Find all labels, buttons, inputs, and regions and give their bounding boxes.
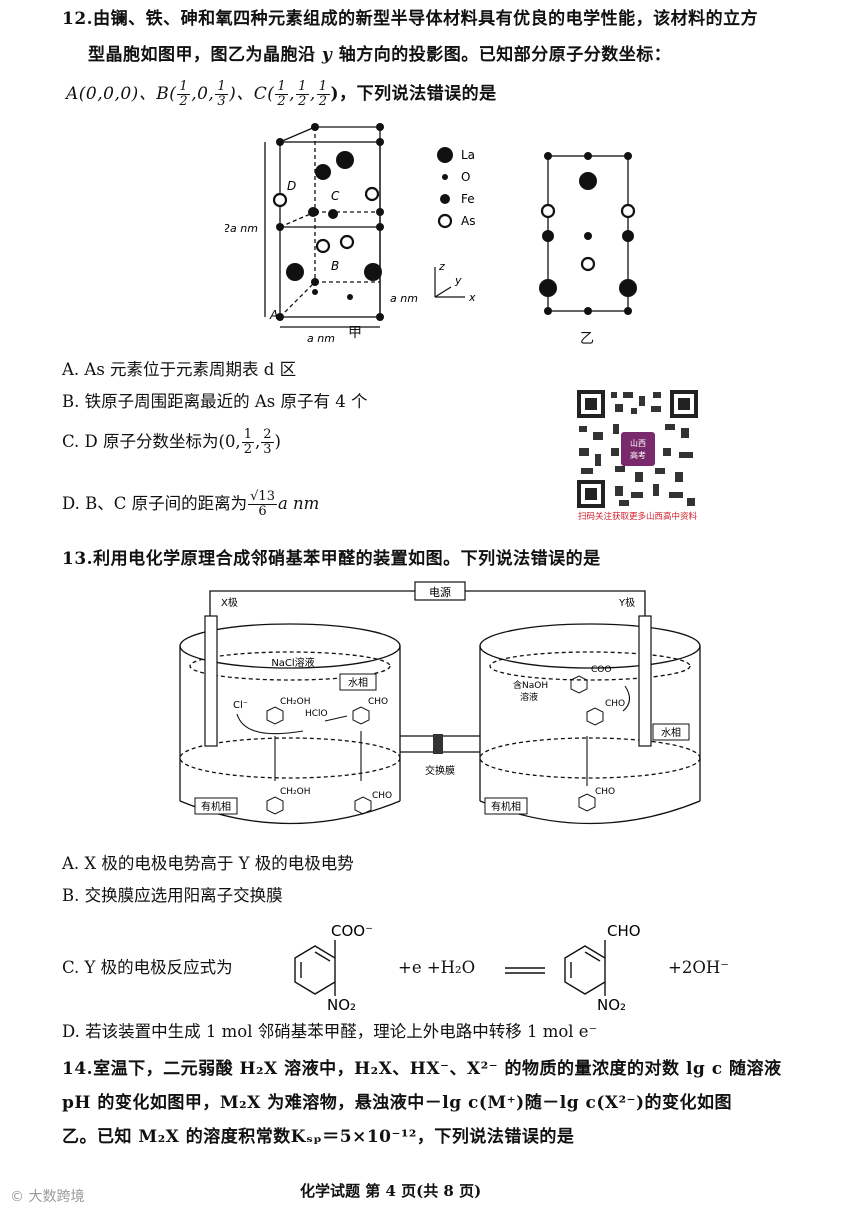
label-C: C [331, 189, 340, 203]
page-footer: 化学试题 第 4 页(共 8 页) [300, 1182, 482, 1200]
svg-text:高考: 高考 [630, 450, 646, 460]
q12-line1: 12.由镧、铁、砷和氧四种元素组成的新型半导体材料具有优良的电学性能，该材料的立… [62, 9, 759, 29]
q14-line1: 14.室温下，二元弱酸 H₂X 溶液中，H₂X、HX⁻、X²⁻ 的物质的量浓度的… [62, 1059, 782, 1079]
svg-text:山西: 山西 [630, 438, 646, 448]
axis-x: x [468, 291, 476, 304]
q14-line3: 乙。已知 M₂X 的溶度积常数Kₛₚ＝5×10⁻¹²，下列说法错误的是 [62, 1127, 575, 1147]
coo-label: COO⁻ [591, 665, 616, 675]
label-2a: 2a nm [225, 222, 258, 235]
q13-option-a: A. X 极的电极电势高于 Y 极的电极电势 [62, 854, 354, 873]
membrane-label: 交换膜 [425, 764, 455, 777]
q13-stem: 13.利用电化学原理合成邻硝基苯甲醛的装置如图。下列说法错误的是 [62, 549, 601, 569]
q13-option-c-mid: +e +H₂O [398, 958, 476, 977]
qr-code: 山西 高考 [575, 388, 700, 510]
naoh-label: 含NaOH [513, 679, 548, 691]
q14-line2: pH 的变化如图甲，M₂X 为难溶物，悬浊液中－lg c(M⁺)随－lg c(X… [62, 1093, 733, 1113]
benzoate-structure: COO⁻ NO₂ [294, 922, 373, 1014]
power-label: 电源 [429, 585, 451, 599]
q12-line2: 型晶胞如图甲，图乙为晶胞沿 y 轴方向的投影图。已知部分原子分数坐标： [88, 45, 672, 65]
cho-right-label: CHO [605, 699, 625, 709]
projection-figure [539, 152, 637, 315]
label-a-bottom: a nm [307, 332, 335, 345]
equals-sign [505, 967, 545, 974]
cl-label: Cl⁻ [233, 700, 248, 711]
organic-right-label: 有机相 [491, 800, 521, 813]
aqueous-left-label: 水相 [348, 676, 368, 689]
hclo-label: HClO [305, 709, 328, 719]
label-a-right: a nm [390, 292, 418, 305]
cho-top-label: CHO [368, 697, 388, 707]
q13-option-c-end: +2OH⁻ [668, 958, 729, 977]
electrolysis-apparatus: 电源 X极 Y极 交换膜 NaCl溶液 水相 有机相 Cl⁻ HClO CH₂O… [179, 581, 701, 825]
legend-la: La [461, 148, 475, 162]
legend-o: O [461, 170, 470, 184]
label-B: B [331, 259, 339, 273]
x-electrode-label: X极 [221, 596, 238, 609]
watermark-icon: © [10, 1189, 24, 1205]
aldehyde-cho: CHO [607, 922, 641, 940]
caption-jia: 甲 [348, 325, 362, 341]
organic-left-label: 有机相 [201, 800, 231, 813]
watermark: © 大数跨境 [10, 1189, 85, 1205]
benzoate-no2: NO₂ [327, 996, 356, 1014]
svg-text:溶液: 溶液 [520, 691, 538, 703]
caption-yi: 乙 [580, 331, 594, 347]
legend-fe: Fe [461, 192, 475, 206]
label-D: D [287, 179, 296, 193]
nacl-label: NaCl溶液 [271, 656, 314, 669]
y-electrode-label: Y极 [618, 596, 635, 609]
q13-option-b: B. 交换膜应选用阳离子交换膜 [62, 886, 283, 905]
cho-bottom-label: CHO [372, 791, 392, 801]
unit-cell-figure: D C B A 2a nm a nm a nm z y x [225, 123, 476, 345]
axis-z: z [438, 260, 445, 273]
benzoate-coo: COO⁻ [331, 922, 373, 940]
atom-legend: La O Fe As [437, 147, 475, 229]
label-A: A [269, 308, 278, 322]
q13-option-d: D. 若该装置中生成 1 mol 邻硝基苯甲醛，理论上外电路中转移 1 mol … [62, 1022, 598, 1041]
aldehyde-no2: NO₂ [597, 996, 626, 1014]
qr-caption: 扫码关注获取更多山西高中资料 [578, 512, 698, 522]
aldehyde-structure: CHO NO₂ [564, 922, 641, 1014]
ch2oh-top-label: CH₂OH [280, 697, 311, 707]
legend-as: As [461, 214, 475, 228]
axis-y: y [454, 274, 462, 287]
q13-option-c-text: C. Y 极的电极反应式为 [62, 958, 233, 977]
q12-option-b: B. 铁原子周围距离最近的 As 原子有 4 个 [62, 392, 368, 411]
q12-option-a: A. As 元素位于元素周期表 d 区 [62, 360, 297, 379]
cho-right-bottom-label: CHO [595, 787, 615, 797]
aqueous-right-label: 水相 [661, 726, 681, 739]
ch2oh-bottom-label: CH₂OH [280, 787, 311, 797]
